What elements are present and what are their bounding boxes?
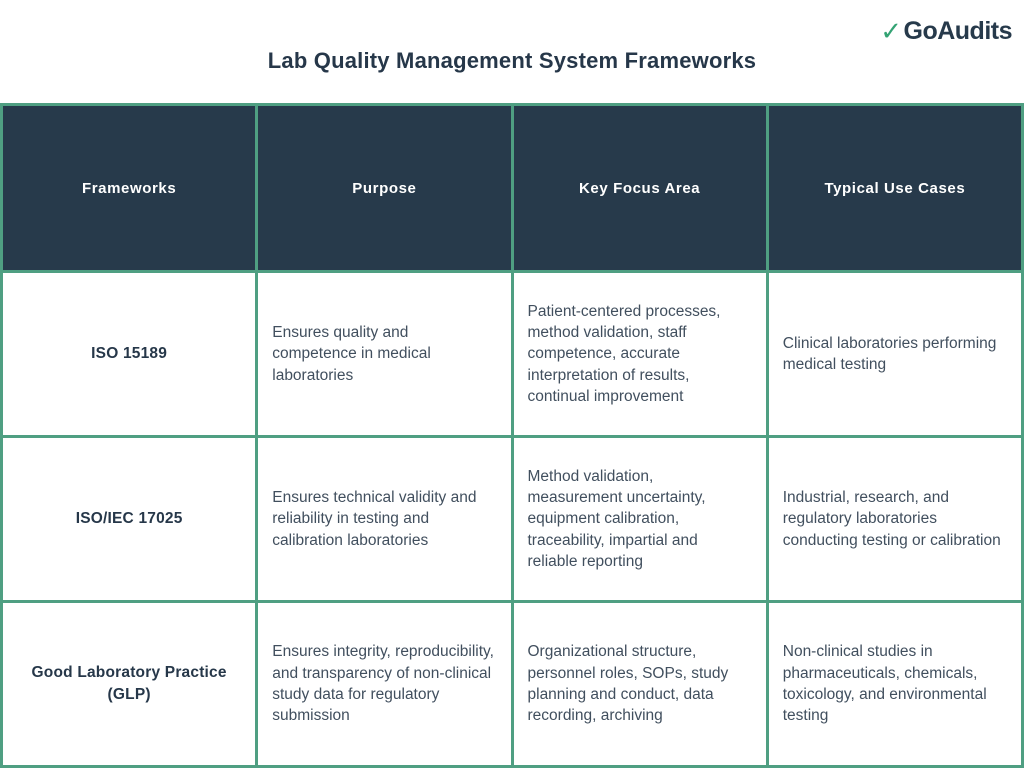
cell-typical-use-cases: Non-clinical studies in pharmaceuticals,… <box>765 600 1024 768</box>
check-icon: ✓ <box>880 16 902 46</box>
cell-purpose: Ensures integrity, reproducibility, and … <box>255 600 514 768</box>
table-row: ISO/IEC 17025 Ensures technical validity… <box>0 435 1024 603</box>
table-row: ISO 15189 Ensures quality and competence… <box>0 270 1024 438</box>
logo-text: GoAudits <box>903 17 1013 45</box>
cell-framework-name: Good Laboratory Practice (GLP) <box>0 600 259 768</box>
header-typical-use-cases: Typical Use Cases <box>765 103 1024 273</box>
cell-key-focus-area: Patient-centered processes, method valid… <box>510 270 769 438</box>
table-header-row: Frameworks Purpose Key Focus Area Typica… <box>0 103 1024 273</box>
page-title: Lab Quality Management System Frameworks <box>267 48 757 73</box>
header-key-focus-area: Key Focus Area <box>510 103 769 273</box>
frameworks-table: Frameworks Purpose Key Focus Area Typica… <box>0 103 1024 768</box>
cell-framework-name: ISO 15189 <box>0 270 259 438</box>
goaudits-logo: ✓ GoAudits <box>880 16 1012 47</box>
cell-typical-use-cases: Clinical laboratories performing medical… <box>765 270 1024 438</box>
header-frameworks: Frameworks <box>0 103 259 273</box>
cell-key-focus-area: Method validation, measurement uncertain… <box>510 435 769 603</box>
cell-purpose: Ensures quality and competence in medica… <box>255 270 514 438</box>
header-purpose: Purpose <box>255 103 514 273</box>
cell-purpose: Ensures technical validity and reliabili… <box>255 435 514 603</box>
cell-typical-use-cases: Industrial, research, and regulatory lab… <box>765 435 1024 603</box>
cell-framework-name: ISO/IEC 17025 <box>0 435 259 603</box>
table-row: Good Laboratory Practice (GLP) Ensures i… <box>0 600 1024 768</box>
cell-key-focus-area: Organizational structure, personnel role… <box>510 600 769 768</box>
